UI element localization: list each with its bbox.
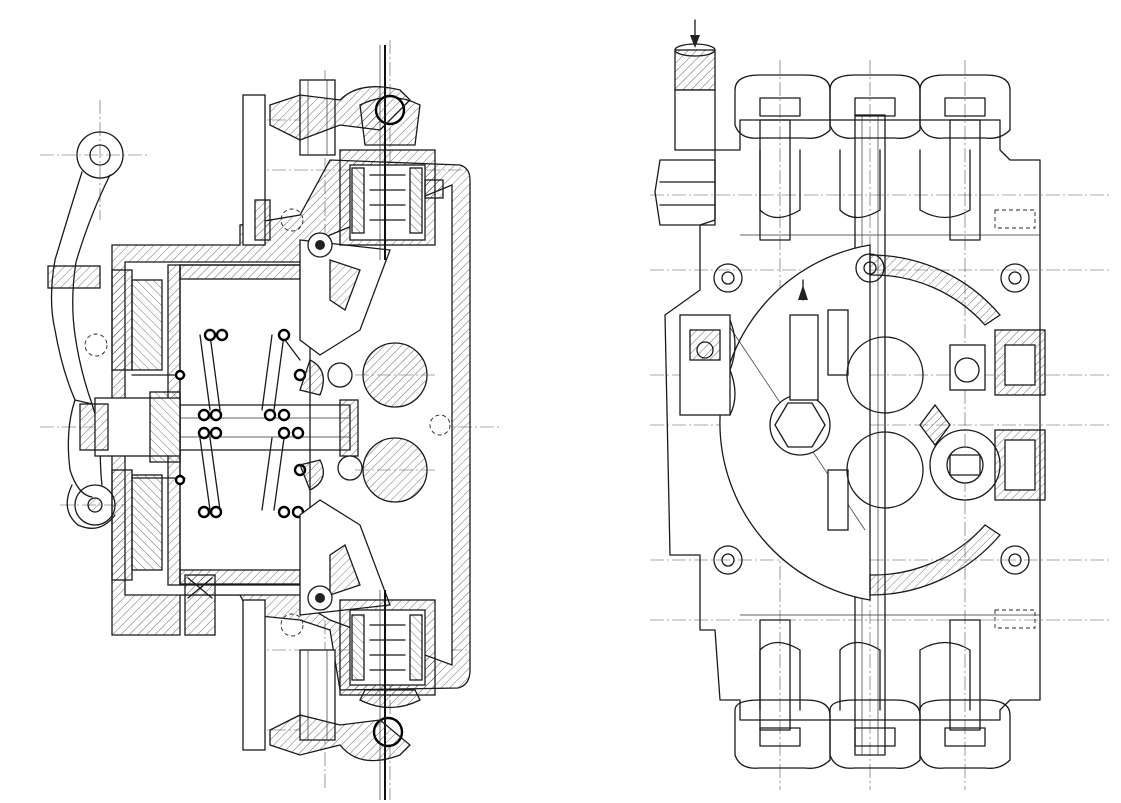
rollers [355,342,435,503]
plunger [79,391,359,463]
sectional-side-view [40,40,500,800]
side-bolts [994,209,1036,629]
cover-disc [719,244,871,601]
top-valve-assembly [242,45,451,436]
side-fitting [679,314,736,416]
rocker-arms [299,232,391,616]
sectioned-half [846,254,1046,596]
bottom-nuts [734,619,1011,769]
partial-section-front-view [650,19,1110,790]
springs [174,328,307,519]
housing [111,159,471,691]
corner-bolts [713,253,1030,575]
operating-lever [47,131,124,529]
bottom-valve-assembly [184,574,436,800]
top-nuts [734,74,1011,241]
inlet-pipe [654,19,716,226]
